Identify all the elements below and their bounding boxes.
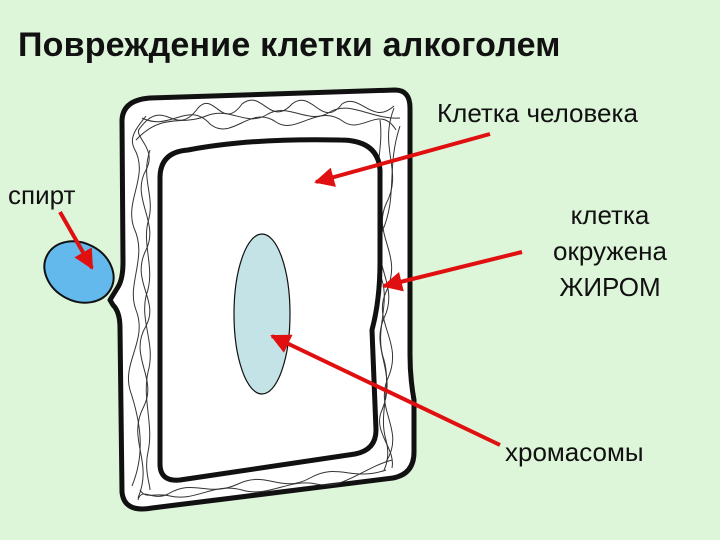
label-fat-surround: клетка окружена ЖИРОМ <box>520 197 700 305</box>
nucleus <box>233 233 291 395</box>
label-fat-line-2: окружена <box>553 236 667 266</box>
arrow-alcohol <box>58 211 94 270</box>
alcohol-droplet <box>43 240 115 304</box>
label-chromosomes: хромасомы <box>505 437 644 467</box>
label-human-cell: Клетка человека <box>437 98 638 128</box>
label-fat-line-3: ЖИРОМ <box>559 272 661 302</box>
label-alcohol: спирт <box>8 180 76 210</box>
arrow-human-cell <box>314 132 491 187</box>
arrow-chromosomes <box>270 334 501 447</box>
slide-title: Повреждение клетки алкоголем <box>18 26 561 64</box>
arrow-fat <box>382 250 523 292</box>
label-fat-line-1: клетка <box>570 200 650 230</box>
